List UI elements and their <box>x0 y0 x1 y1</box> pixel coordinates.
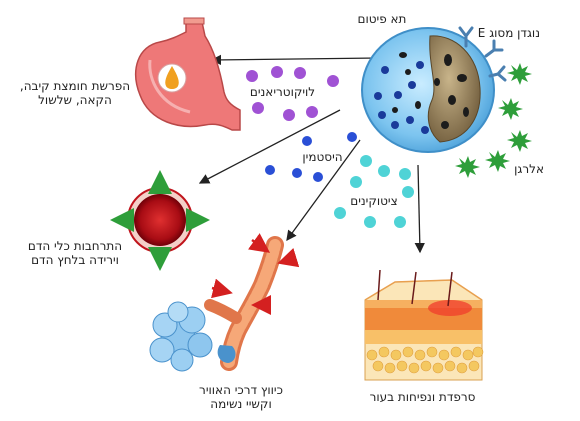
arrow-to-skin <box>414 164 425 254</box>
lung-icon <box>149 301 213 372</box>
stomach-label-line1: הפרשת חומצת קיבה, <box>19 79 131 93</box>
skin-label: סרפדת ונפיחות בעור <box>369 390 476 404</box>
histamine-molecules <box>265 132 357 182</box>
skin-icon <box>364 269 484 381</box>
airway-label: כיווץ דרכי האוויר וקשיי נשימה <box>185 383 297 411</box>
allergen-icon <box>455 63 532 178</box>
arrow-to-stomach <box>210 54 379 66</box>
allergen-label: אלרגן <box>514 162 544 176</box>
antibody-label: נוגדן מסוג E <box>477 26 540 40</box>
blood-vessel-icon <box>110 170 210 271</box>
stomach-icon <box>135 17 241 131</box>
leukotrienes-label: לויקוטריאנים <box>249 85 316 99</box>
histamine-label: היסטמין <box>302 150 343 164</box>
arrow-to-vessel <box>198 109 341 184</box>
arrow-to-airway <box>286 139 361 242</box>
vessel-label: התרחבות כלי הדם וירידה בלחץ הדם <box>20 239 130 267</box>
mast-cell-label: תא פיטום <box>357 12 407 26</box>
airway-label-line2: וקשיי נשימה <box>210 397 272 411</box>
cytokine-molecules <box>334 155 414 228</box>
airway-icon <box>149 233 300 372</box>
airway-label-line1: כיווץ דרכי האוויר <box>199 383 283 397</box>
mast-cell-icon <box>361 27 495 153</box>
vessel-label-line2: וירידה בלחץ הדם <box>31 253 119 267</box>
stomach-label: הפרשת חומצת קיבה, הקאה, שלשול <box>12 79 138 107</box>
stomach-label-line2: הקאה, שלשול <box>38 93 112 107</box>
leukotriene-molecules <box>246 66 339 121</box>
vessel-label-line1: התרחבות כלי הדם <box>27 239 123 253</box>
antibody-icon <box>458 26 507 82</box>
reaction-arrows <box>198 54 425 254</box>
cytokines-label: ציטוקינים <box>350 194 398 208</box>
